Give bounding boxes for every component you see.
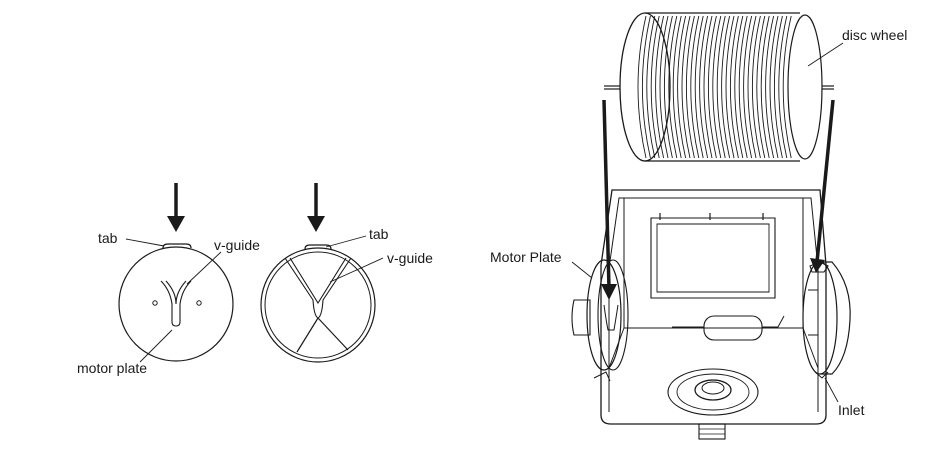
spoke-right — [317, 317, 349, 351]
v-guide-shape — [160, 280, 192, 327]
down-arrow-2-head — [307, 216, 325, 232]
label-vguide-left: v-guide — [214, 237, 260, 253]
back-panel — [650, 217, 776, 299]
disc-rib — [725, 15, 735, 159]
disc-wheel-leader — [807, 42, 844, 67]
disc-rib — [707, 15, 717, 159]
disc-rib — [769, 15, 779, 159]
disc-rib — [672, 15, 682, 159]
label-tab-right: tab — [369, 226, 389, 242]
label-disc-wheel: disc wheel — [842, 27, 907, 43]
disc-rib — [641, 15, 651, 159]
disc-wheel-ribs — [637, 15, 792, 159]
disc-rib — [694, 15, 704, 159]
motor-plate-leader — [571, 261, 593, 279]
motor-plate-front-view: tab v-guide motor plate — [77, 183, 260, 376]
disc-rib — [743, 15, 753, 159]
disc-rib — [721, 15, 731, 159]
inlet-leader — [824, 377, 839, 403]
bottom-fitting — [698, 423, 726, 440]
down-arrow-1-head — [167, 216, 185, 232]
label-tab-left: tab — [98, 230, 118, 246]
disc-rib — [782, 15, 792, 159]
v-guide-back — [284, 257, 352, 319]
vguide-leader-back — [329, 257, 384, 283]
spoke-left — [296, 317, 319, 353]
label-motor-plate-right: Motor Plate — [490, 249, 562, 265]
motor-plate-back-view: tab v-guide — [260, 183, 433, 363]
disc-rib — [659, 15, 669, 159]
disc-wheel — [604, 12, 834, 162]
disc-rib — [773, 15, 783, 159]
disc-rib — [760, 15, 770, 159]
tab-leader-back — [325, 235, 367, 248]
disc-rib — [677, 15, 687, 159]
drain-outer — [667, 368, 759, 416]
disc-rib — [765, 15, 775, 159]
disc-rib — [747, 15, 757, 159]
disc-rib — [729, 15, 739, 159]
disc-rib — [756, 15, 766, 159]
disc-rib — [637, 15, 647, 159]
disc-rib — [734, 15, 744, 159]
right-end-cap — [802, 261, 851, 379]
disc-rib — [716, 15, 726, 159]
label-inlet: Inlet — [838, 402, 865, 418]
disc-rib — [650, 15, 660, 159]
disc-rib — [703, 15, 713, 159]
disc-rib — [699, 15, 709, 159]
back-disc-outer — [260, 247, 376, 363]
disc-rib — [751, 15, 761, 159]
disc-rib — [685, 15, 695, 159]
disc-rib — [778, 15, 788, 159]
disc-rib — [646, 15, 656, 159]
float-heater — [703, 315, 763, 341]
back-disc-inner — [264, 251, 372, 359]
motor-plate-assembly — [571, 259, 629, 382]
tab-leader — [125, 238, 165, 247]
install-arrow-left-icon — [602, 99, 611, 289]
inlet-fitting — [814, 371, 829, 379]
vguide-leader — [186, 251, 222, 285]
disc-rib — [690, 15, 700, 159]
disc-rib — [738, 15, 748, 159]
disc-rib — [681, 15, 691, 159]
tab-shape-back — [304, 244, 332, 250]
motor-plate-disc — [118, 246, 234, 362]
label-vguide-right: v-guide — [387, 250, 433, 266]
disc-rib — [712, 15, 722, 159]
motorplate-leader — [139, 329, 173, 363]
screw-hole-left — [152, 300, 158, 306]
disc-wheel-assembly: disc wheel — [490, 12, 907, 440]
install-arrow-right-icon — [815, 99, 835, 263]
label-motor-plate-left: motor plate — [77, 360, 147, 376]
disc-rib — [655, 15, 665, 159]
disc-rib — [663, 15, 673, 159]
disc-rib — [668, 15, 678, 159]
tank-housing — [600, 189, 827, 440]
screw-hole-right — [196, 300, 202, 306]
